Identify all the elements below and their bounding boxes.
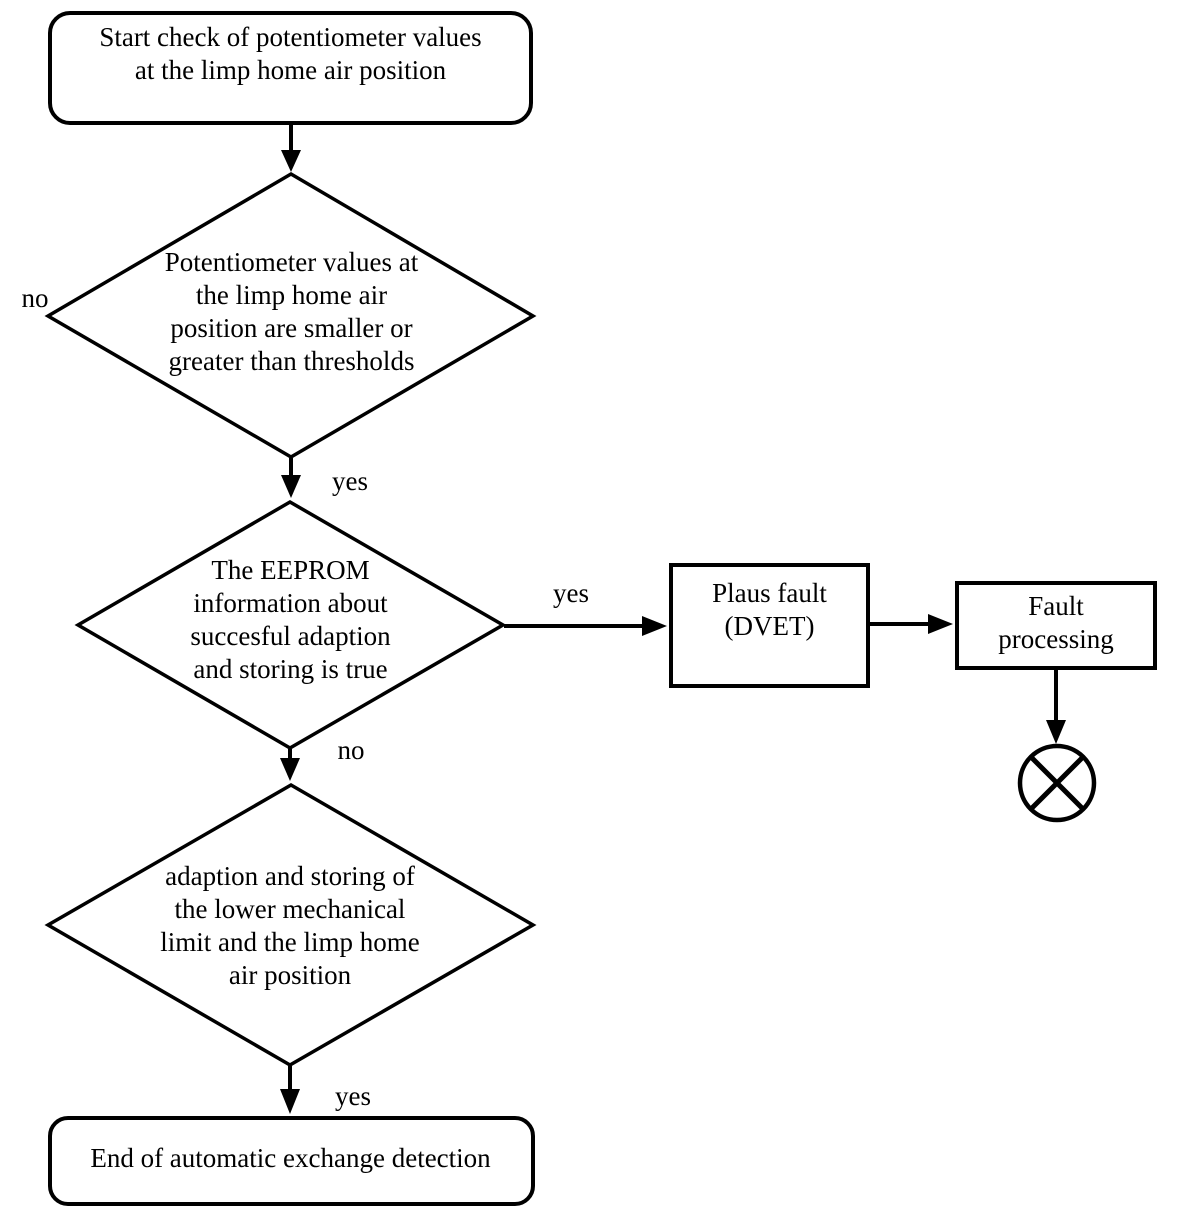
arrowhead-decision1-to-decision2 — [281, 475, 301, 498]
terminator-circle-x-icon — [1017, 743, 1097, 823]
start-node-shape — [48, 11, 533, 125]
decision3-diamond-shape — [44, 782, 537, 1068]
end-node-label: End of automatic exchange detection — [90, 1143, 491, 1173]
end-node-shape — [48, 1116, 535, 1206]
arrowhead-start-to-decision1 — [281, 150, 301, 172]
decision2-label: The EEPROM information about succesful a… — [190, 555, 391, 684]
fault-processing-node-shape — [955, 581, 1157, 670]
fault-processing-label: Fault processing — [998, 591, 1114, 654]
arrowhead-fault-processing-to-terminator — [1046, 720, 1066, 744]
edge-label-decision2-yes: yes — [553, 578, 589, 608]
decision1-diamond-shape — [44, 171, 537, 460]
edge-label-decision2-no: no — [337, 735, 365, 765]
decision1-label: Potentiometer values at the limp home ai… — [164, 247, 419, 376]
decision3-label: adaption and storing of the lower mechan… — [160, 861, 420, 990]
edge-label-decision1-no: no — [21, 283, 49, 313]
edge-label-decision1-yes: yes — [332, 466, 368, 496]
arrowhead-decision3-to-end — [280, 1089, 300, 1114]
decision2-diamond-shape — [74, 499, 507, 751]
arrowhead-decision2-to-plaus-fault — [642, 616, 667, 636]
start-node-label: Start check of potentiometer values at t… — [99, 22, 482, 85]
edge-label-decision3-yes: yes — [335, 1081, 371, 1111]
plaus-fault-label: Plaus fault (DVET) — [712, 578, 827, 641]
arrowhead-decision2-to-decision3 — [280, 758, 300, 781]
plaus-fault-node-shape — [669, 563, 870, 688]
arrowhead-plaus-fault-to-fault-processing — [928, 614, 953, 634]
terminator-x-stroke-2 — [1029, 755, 1085, 811]
